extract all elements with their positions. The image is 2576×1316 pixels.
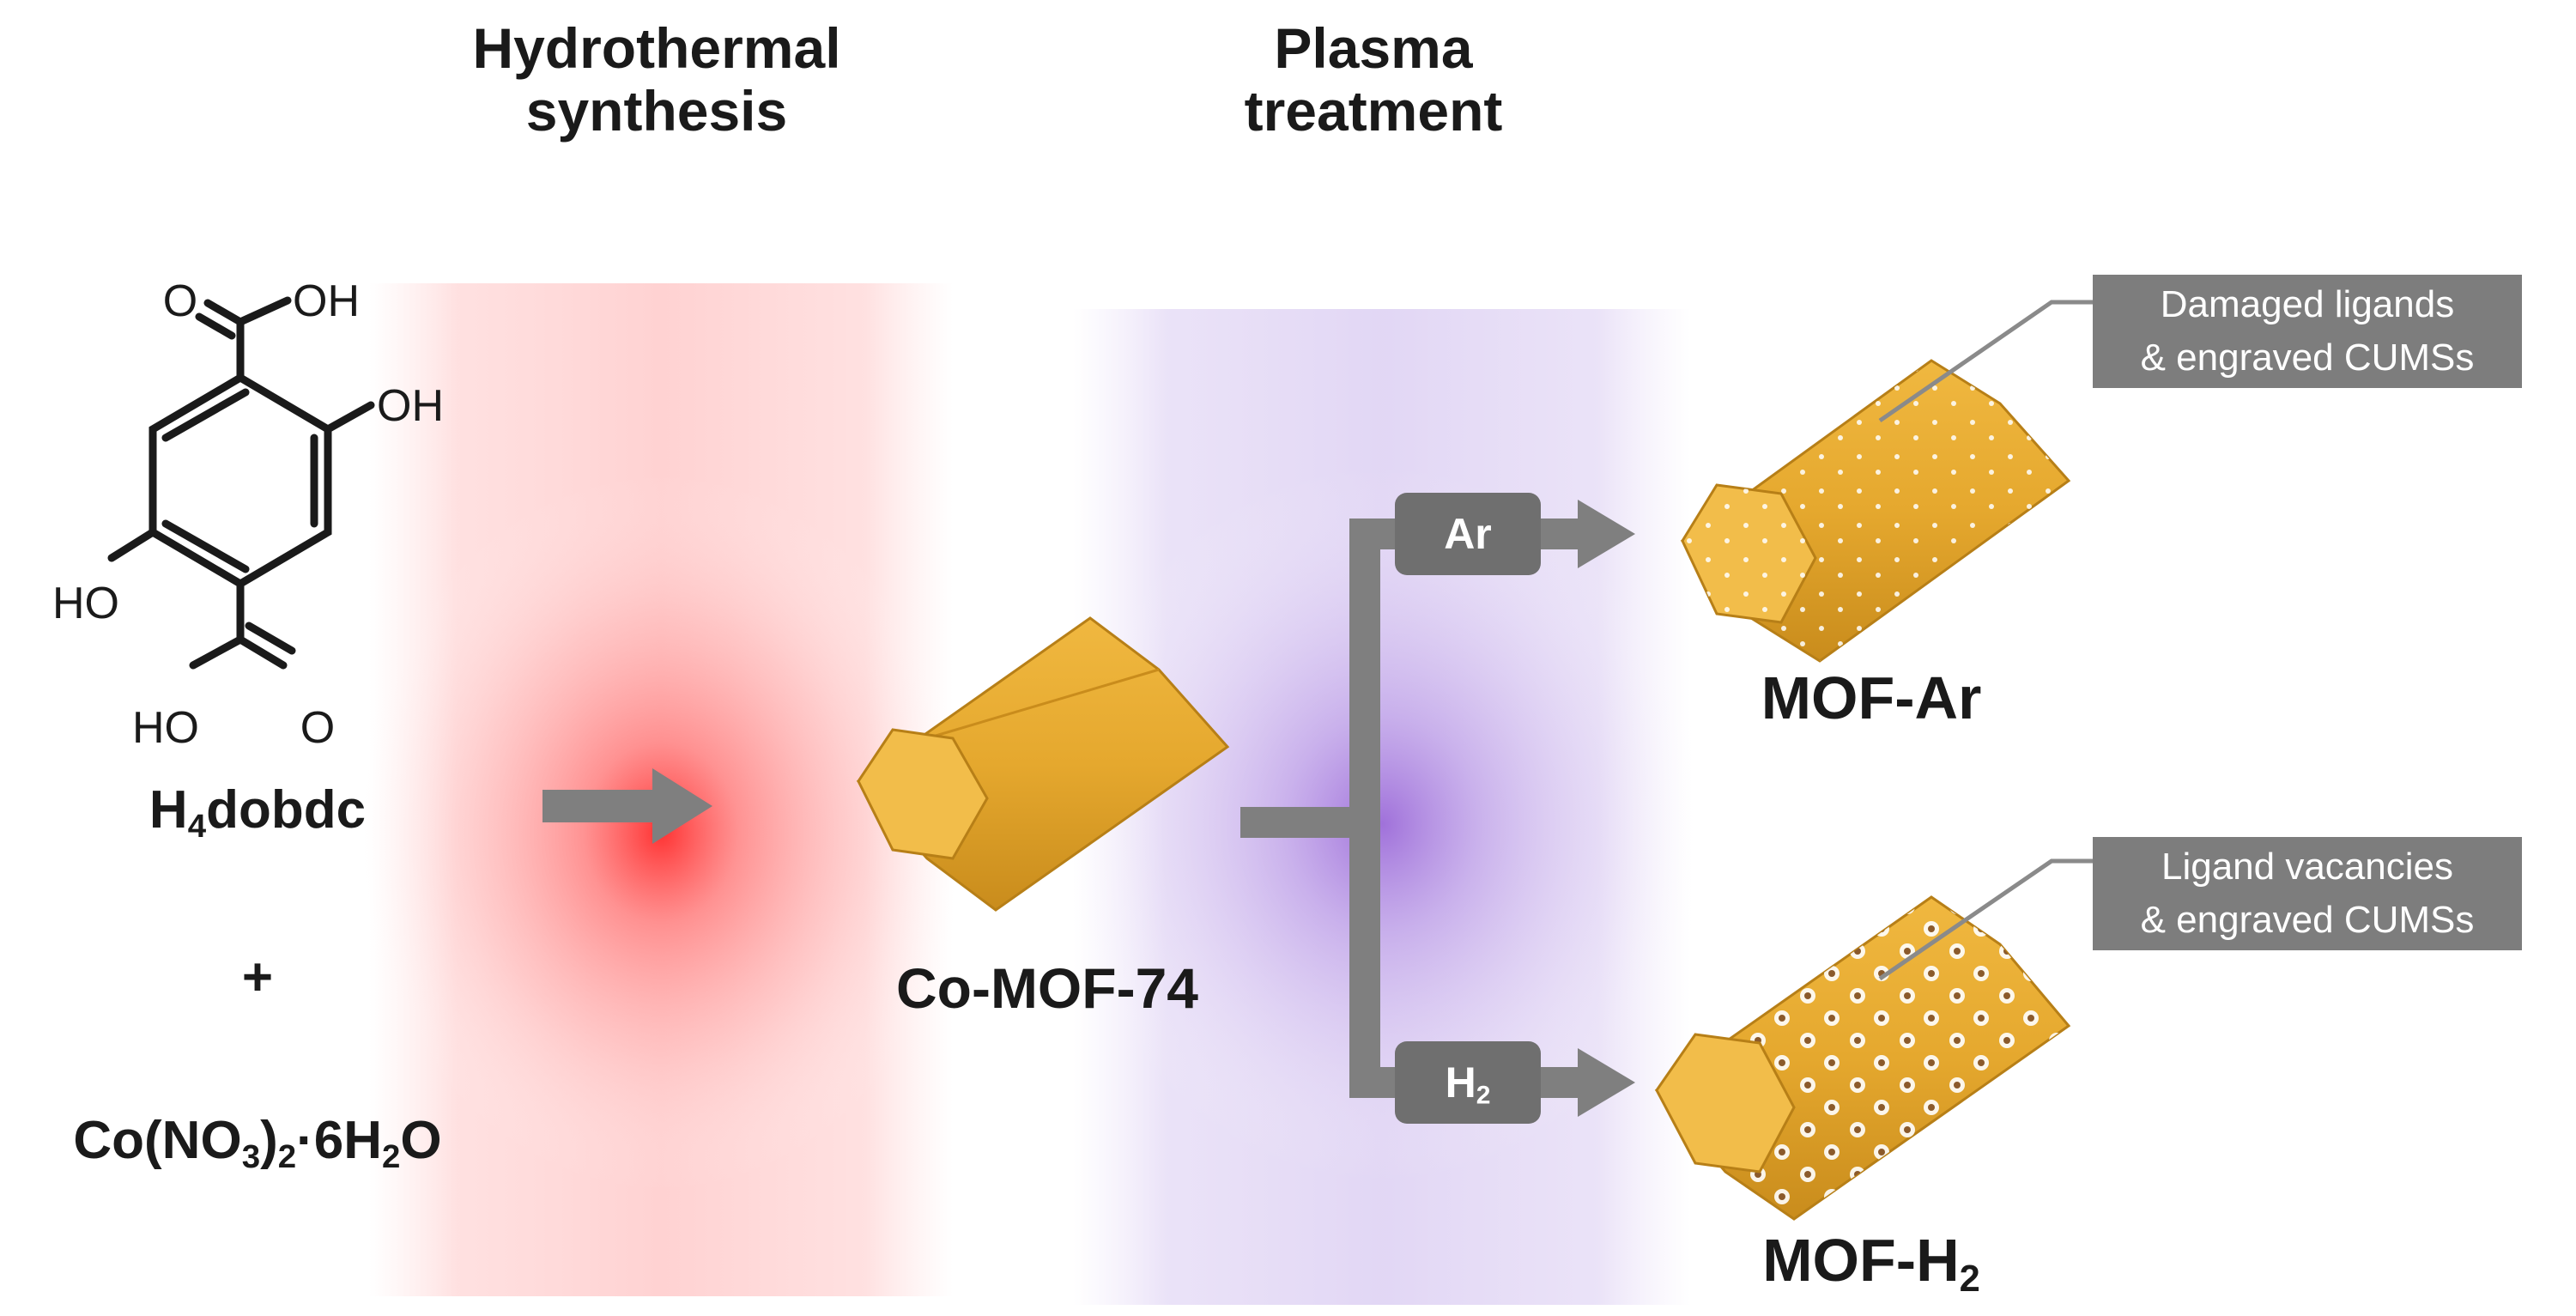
mof-h2-label-sub: 2 [1959, 1258, 1980, 1301]
ligand-label: H4dobdc [86, 780, 429, 845]
h4dobdc-atom-labels: O OH OH HO HO O [52, 276, 444, 753]
callout-h2-line1: Ligand vacancies [2161, 846, 2453, 888]
step-title-hydrothermal-line1: Hydrothermal [472, 16, 841, 80]
step-title-hydrothermal: Hydrothermal synthesis [403, 17, 910, 142]
h2-gas-badge: H2 [1395, 1041, 1541, 1124]
ligand-label-h: H [148, 780, 188, 840]
h2-gas-main: H [1445, 1058, 1476, 1107]
h4dobdc-structure [107, 296, 375, 670]
synthesis-arrow [542, 768, 712, 844]
co-mof-74-label: Co-MOF-74 [896, 956, 1198, 1020]
h2-gas-sub: 2 [1476, 1081, 1491, 1110]
atom-bottom-o: O [300, 703, 335, 753]
atom-top-o: O [163, 276, 197, 326]
cobalt-salt-label: Co(NO3)2·6H2O [17, 1111, 498, 1175]
callout-h2-line2: & engraved CUMSs [2140, 899, 2475, 941]
atom-ring-oh: OH [377, 381, 444, 431]
atom-top-oh: OH [293, 276, 360, 326]
step-title-plasma-line2: treatment [1244, 78, 1503, 143]
mof-h2-label-main: MOF-H [1762, 1227, 1960, 1294]
mof-ar-crystal [1680, 359, 2071, 663]
callout-h2: Ligand vacancies & engraved CUMSs [2093, 837, 2522, 950]
plus-sign: + [241, 948, 274, 1007]
callout-leaders [1878, 300, 2093, 981]
step-title-plasma: Plasma treatment [1142, 17, 1605, 142]
mof-h2-crystal [1654, 895, 2071, 1221]
ligand-label-sub: 4 [187, 807, 207, 845]
mof-h2-label: MOF-H2 [1708, 1228, 2034, 1301]
callout-ar-line1: Damaged ligands [2160, 283, 2455, 325]
callout-ar-line2: & engraved CUMSs [2140, 337, 2475, 379]
co-mof-74-crystal [856, 616, 1230, 912]
salt-part-f: 2 [382, 1137, 401, 1175]
plasma-glow [1056, 309, 1708, 1305]
salt-part-b: 3 [241, 1137, 261, 1175]
ligand-label-rest: dobdc [206, 780, 367, 840]
salt-part-g: O [400, 1111, 442, 1170]
ar-gas-badge: Ar [1395, 493, 1541, 575]
callout-ar: Damaged ligands & engraved CUMSs [2093, 275, 2522, 388]
salt-part-d: 2 [277, 1137, 297, 1175]
atom-bottom-ho: HO [132, 703, 199, 753]
atom-ring-ho: HO [52, 579, 119, 628]
step-title-hydrothermal-line2: synthesis [525, 78, 788, 143]
salt-part-e: ·6H [296, 1111, 382, 1170]
salt-part-c: ) [260, 1111, 278, 1170]
salt-part-a: Co(NO [73, 1111, 242, 1170]
mof-ar-label: MOF-Ar [1761, 664, 1982, 731]
step-title-plasma-line1: Plasma [1274, 16, 1473, 80]
